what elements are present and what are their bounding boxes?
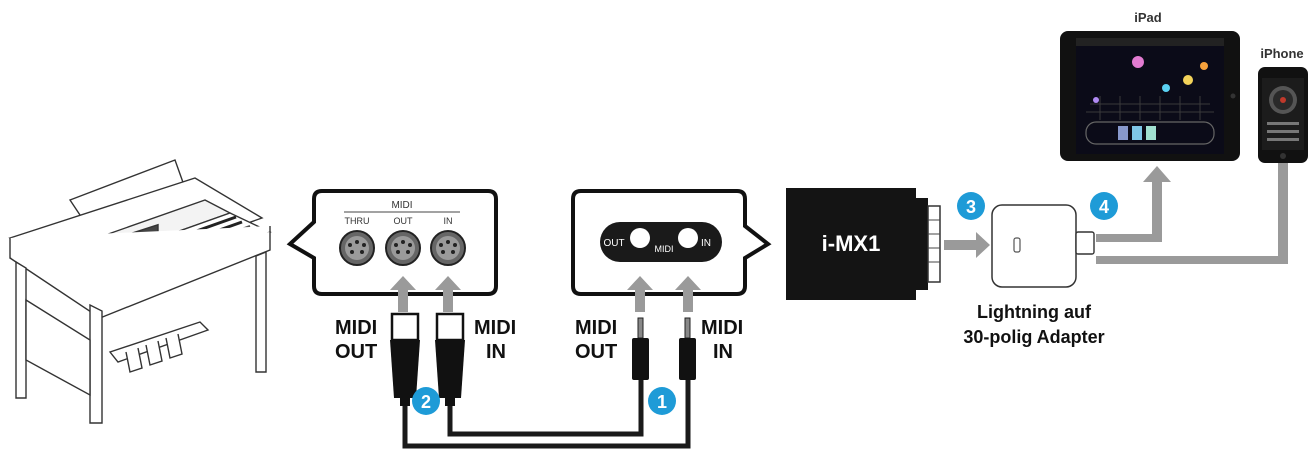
right-midi-in-label-2: IN (713, 341, 733, 363)
mini-jack-out (632, 317, 649, 380)
right-midi-in-label-1: MIDI (701, 317, 743, 339)
ipad-label: iPad (1134, 10, 1162, 25)
din-plug-out (390, 312, 420, 406)
left-midi-out-label-1: MIDI (335, 317, 377, 339)
lightning-adapter (991, 204, 1095, 288)
adapter-label-line2: 30-polig Adapter (963, 327, 1104, 347)
step-badge-3: 3 (957, 192, 985, 220)
midi-panel-header: MIDI (391, 200, 412, 211)
mini-jack-in (679, 317, 696, 380)
imx1-in-label: IN (701, 238, 711, 249)
step-badge-4: 4 (1090, 192, 1118, 220)
step-4-number: 4 (1099, 197, 1109, 217)
in-port-label: IN (444, 216, 453, 226)
step-badge-1: 1 (648, 387, 676, 415)
ipad-device (1060, 31, 1240, 161)
up-arrow-icon (627, 276, 653, 312)
left-midi-out-label-2: OUT (335, 341, 377, 363)
up-arrow-icon (675, 276, 701, 312)
output-arrows (1096, 146, 1297, 264)
imx1-out-label: OUT (603, 238, 624, 249)
imx1-device-label: i-MX1 (822, 231, 881, 256)
iphone-device (1258, 67, 1308, 163)
step-badge-2: 2 (412, 387, 440, 415)
right-midi-out-label-1: MIDI (575, 317, 617, 339)
out-port-label: OUT (394, 216, 414, 226)
step-1-number: 1 (657, 392, 667, 412)
adapter-label-line1: Lightning auf (977, 302, 1092, 322)
midi-in-socket (430, 230, 466, 266)
up-arrow-icon (390, 276, 416, 312)
signal-arrows (390, 276, 701, 312)
thru-port-label: THRU (345, 216, 370, 226)
left-midi-in-label-2: IN (486, 341, 506, 363)
midi-thru-socket (339, 230, 375, 266)
right-midi-out-label-2: OUT (575, 341, 617, 363)
imx1-interface: i-MX1 (786, 188, 941, 300)
piano-midi-callout: MIDI THRU OUT IN (286, 189, 498, 296)
step-3-number: 3 (966, 197, 976, 217)
midi-out-socket (385, 230, 421, 266)
left-midi-in-label-1: MIDI (474, 317, 516, 339)
midi-cables (402, 375, 691, 449)
din-plug-in (435, 312, 465, 406)
imx1-port-callout: OUT MIDI IN (571, 189, 772, 296)
step-2-number: 2 (421, 392, 431, 412)
iphone-label: iPhone (1260, 46, 1303, 61)
right-arrow-icon (944, 232, 990, 258)
imx1-midi-label: MIDI (655, 244, 674, 254)
cable-labels: MIDI OUT MIDI IN MIDI OUT MIDI IN (335, 317, 743, 363)
digital-piano (8, 159, 272, 424)
up-arrow-icon (435, 276, 461, 312)
